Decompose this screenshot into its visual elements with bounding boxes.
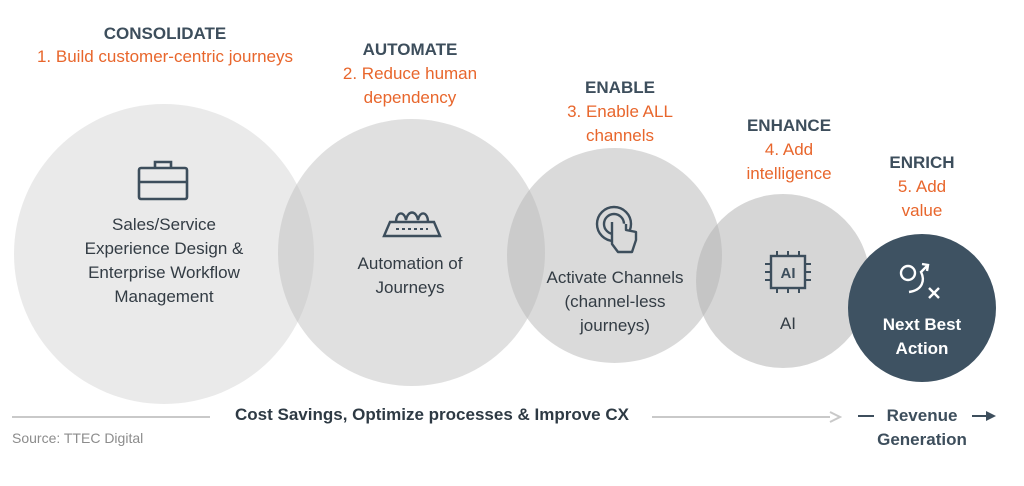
stage-heading-consolidate: CONSOLIDATE: [103, 24, 227, 43]
cost-savings-line-left: [12, 416, 210, 418]
cost-savings-line-right: [652, 416, 830, 418]
stage-body-enhance: AI: [779, 314, 797, 333]
consolidate-circle: [14, 104, 314, 404]
automation-icon: [382, 211, 442, 238]
svg-text:AI: AI: [781, 265, 796, 282]
enhance-circle: [696, 194, 870, 368]
stage-subtitle-enrich: 5. Add value: [897, 177, 947, 220]
strategy-icon: [899, 262, 940, 299]
touch-icon: [595, 205, 638, 254]
arrow-right-light-icon: [829, 411, 842, 423]
stage-body-enrich: Next Best Action: [882, 315, 962, 358]
stage-heading-automate: AUTOMATE: [362, 40, 458, 59]
source-note: Source: TTEC Digital: [12, 430, 144, 446]
stage-subtitle-enhance: 4. Add intelligence: [746, 140, 832, 183]
enable-circle: [507, 148, 722, 363]
revenue-line-right: [972, 415, 988, 417]
stage-body-automate: Automation of Journeys: [357, 254, 463, 297]
stage-heading-enrich: ENRICH: [889, 153, 955, 172]
stage-subtitle-enable: 3. Enable ALL channels: [567, 102, 673, 145]
arrow-right-dark-icon: [986, 411, 996, 421]
stage-body-enable: Activate Channels (channel-less journeys…: [546, 268, 684, 335]
ai-chip-icon: AI: [765, 251, 811, 293]
stage-heading-enhance: ENHANCE: [746, 116, 832, 135]
enrich-circle: [848, 234, 996, 382]
stage-heading-enable: ENABLE: [585, 78, 655, 97]
stage-body-consolidate: Sales/Service Experience Design & Enterp…: [84, 215, 244, 306]
stage-subtitle-automate: 2. Reduce human dependency: [342, 64, 478, 107]
cost-savings-label: Cost Savings, Optimize processes & Impro…: [235, 405, 629, 424]
revenue-label: Revenue Generation: [877, 406, 967, 449]
briefcase-icon: [137, 160, 189, 201]
stage-subtitle-consolidate: 1. Build customer-centric journeys: [36, 47, 294, 66]
automate-circle: [278, 119, 545, 386]
revenue-line-left: [858, 415, 874, 417]
